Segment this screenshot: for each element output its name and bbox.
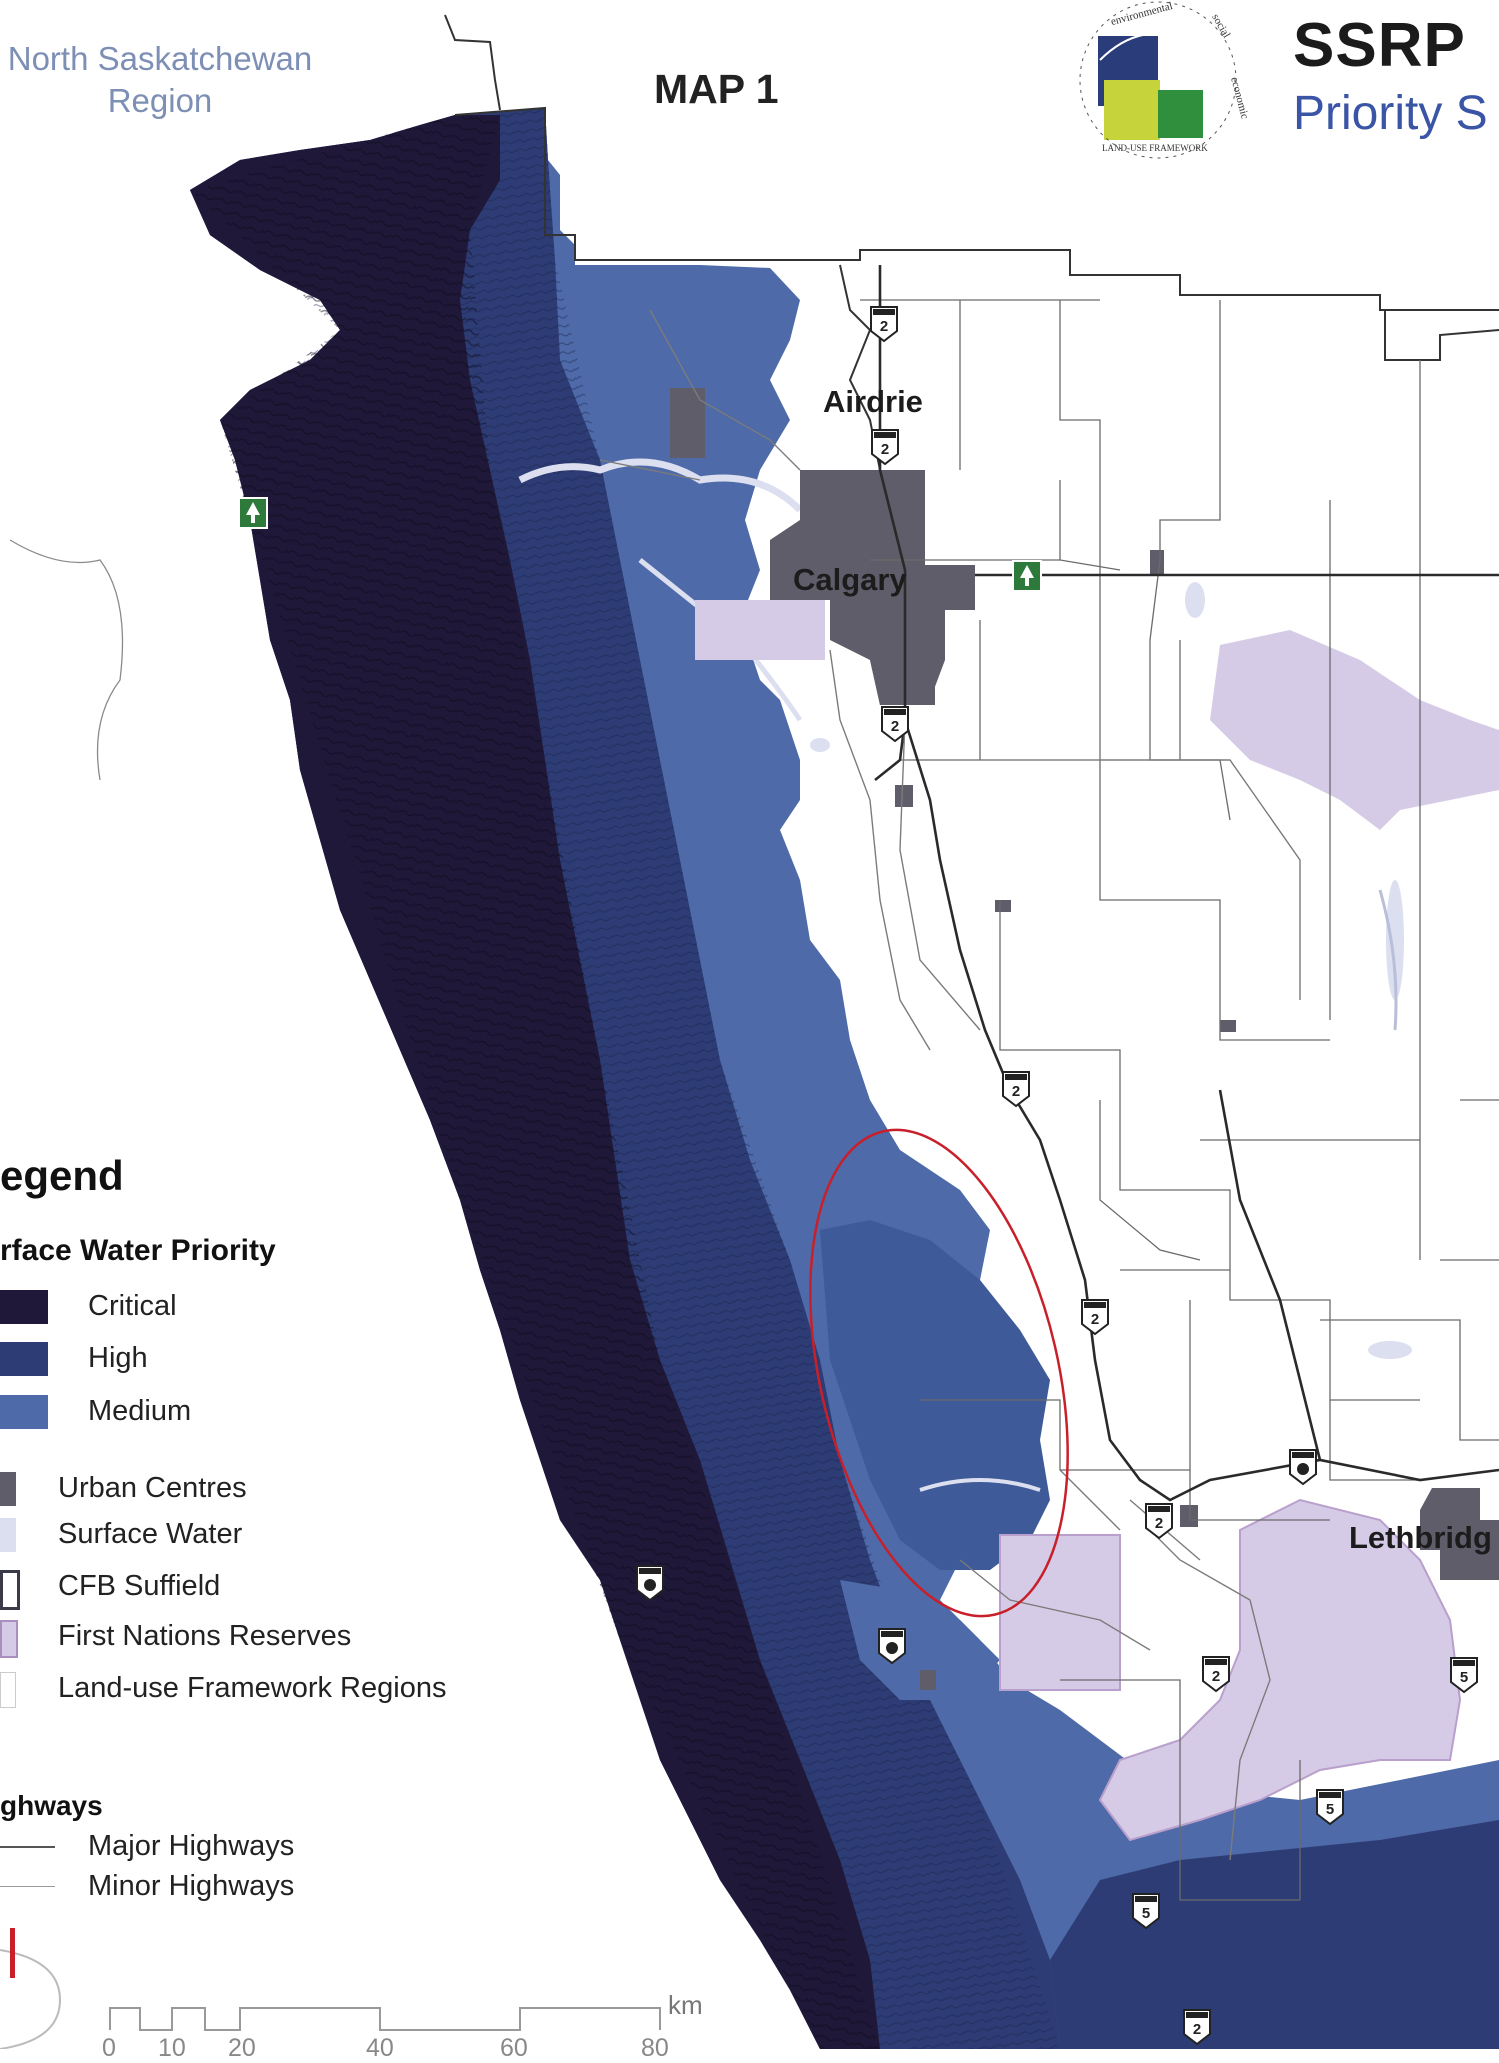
svg-text:2: 2	[891, 718, 899, 735]
report-subtitle: Priority S	[1293, 87, 1488, 140]
legend-subheading-highways: ghways	[0, 1790, 103, 1821]
svg-text:2: 2	[1091, 1311, 1099, 1328]
legend-swatch-cfb-suffield	[0, 1570, 20, 1610]
legend-label-major-highways: Major Highways	[88, 1830, 295, 1862]
legend-label-surface-water: Surface Water	[58, 1518, 243, 1550]
legend-label-medium: Medium	[88, 1395, 192, 1427]
legend-label-minor-highways: Minor Highways	[88, 1870, 295, 1902]
scale-bar-graphic	[109, 2007, 661, 2031]
legend-subheading-surface-water-priority: rface Water Priority	[0, 1234, 276, 1267]
legend-swatch-high	[0, 1342, 48, 1376]
legend-label-land-use-framework-regions: Land-use Framework Regions	[58, 1672, 447, 1704]
legend-line-major-highways	[0, 1846, 55, 1848]
calgary-urban-area	[770, 470, 975, 705]
svg-text:2: 2	[880, 318, 888, 335]
reserve-piikani	[999, 1534, 1121, 1691]
svg-text:2: 2	[881, 441, 889, 458]
report-title: SSRP	[1293, 11, 1466, 80]
map-title: MAP 1	[654, 66, 779, 112]
legend-line-minor-highways	[0, 1886, 55, 1887]
svg-text:2: 2	[1012, 1083, 1020, 1100]
legend-swatch-surface-water	[0, 1518, 16, 1552]
legend-label-cfb-suffield: CFB Suffield	[58, 1570, 221, 1602]
svg-text:5: 5	[1460, 1669, 1468, 1686]
lethbridge-urban-area	[1420, 1488, 1499, 1580]
legend-swatch-urban-centres	[0, 1472, 16, 1506]
city-label-airdrie: Airdrie	[823, 384, 923, 419]
reserve-tsuutina	[695, 600, 825, 660]
land-use-framework-logo-graphic	[1079, 1, 1237, 159]
legend-swatch-first-nations-reserves	[0, 1620, 18, 1658]
region-label-line2: Region	[107, 82, 213, 119]
svg-text:5: 5	[1326, 1801, 1334, 1818]
legend-swatch-land-use-framework-regions	[0, 1672, 16, 1708]
city-label-calgary: Calgary	[793, 562, 907, 597]
legend-heading: egend	[0, 1152, 124, 1199]
reserve-siksika	[1210, 630, 1499, 830]
svg-text:2: 2	[1193, 2021, 1201, 2038]
legend-label-critical: Critical	[88, 1290, 177, 1322]
legend-label-high: High	[88, 1342, 148, 1374]
svg-text:2: 2	[1212, 1668, 1220, 1685]
highlight-ellipse	[809, 1128, 1069, 1618]
legend-label-urban-centres: Urban Centres	[58, 1472, 247, 1504]
region-label-line1: North Saskatchewan	[7, 40, 313, 77]
city-label-lethbridge: Lethbridg	[1349, 1520, 1492, 1555]
svg-text:5: 5	[1142, 1905, 1150, 1922]
land-use-framework-caption: LAND-USE FRAMEWORK	[1102, 143, 1208, 153]
north-arrow-graphic	[0, 1928, 62, 2049]
reserve-kainai	[1098, 1498, 1462, 1842]
region-label: North Saskatchewan Region	[0, 38, 330, 122]
legend-swatch-medium	[0, 1395, 48, 1429]
svg-text:2: 2	[1155, 1515, 1163, 1532]
legend-swatch-critical	[0, 1290, 48, 1324]
scale-bar-unit: km	[668, 1990, 703, 2020]
legend-label-first-nations-reserves: First Nations Reserves	[58, 1620, 352, 1652]
